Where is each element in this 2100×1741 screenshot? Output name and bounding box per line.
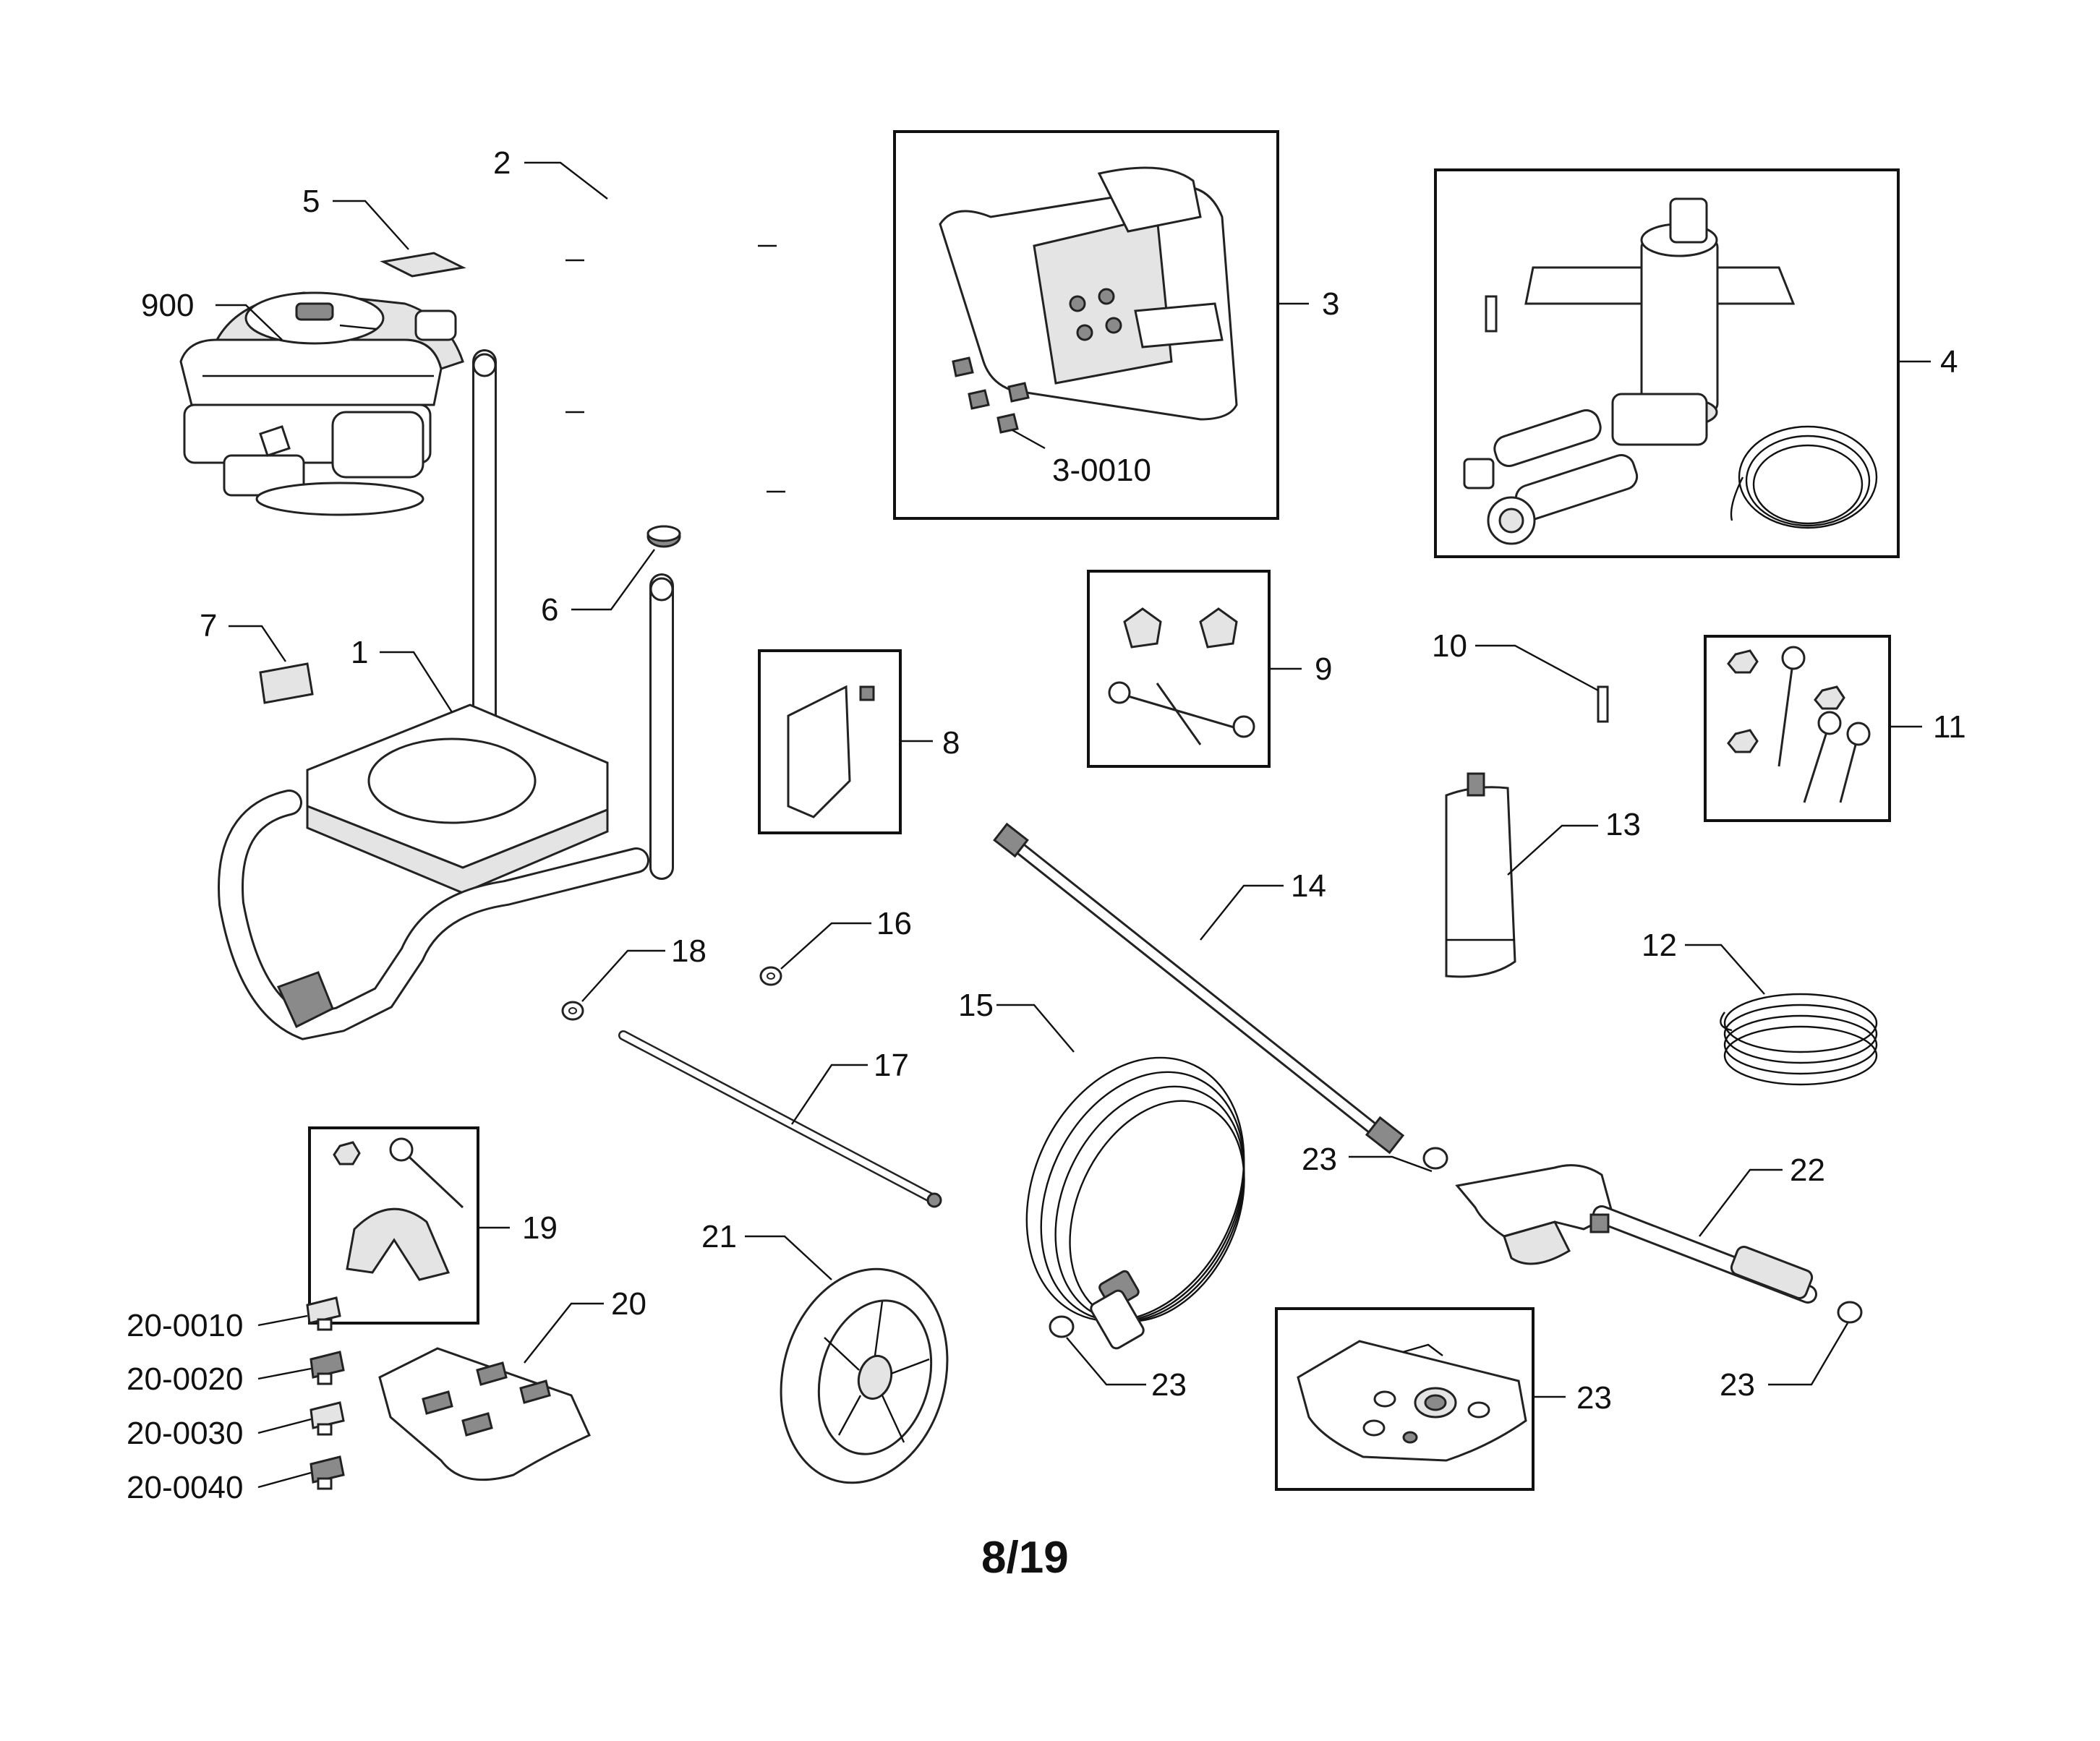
- spray-gun-part-22: [1455, 1164, 1817, 1304]
- callout-10: 10: [1432, 628, 1467, 664]
- pump-part-4: [1463, 197, 1878, 545]
- nozzle-20-0040: [310, 1455, 345, 1490]
- page-number: 8/19: [981, 1533, 1069, 1583]
- callout-7: 7: [200, 608, 217, 643]
- box-part-23-kit: [1275, 1307, 1535, 1491]
- nozzle-20-0030: [310, 1401, 345, 1436]
- callout-20-0010: 20-0010: [127, 1308, 243, 1343]
- spray-wand-part-14: [993, 822, 1405, 1155]
- callout-18: 18: [671, 933, 707, 969]
- axle-part-17: [618, 1030, 942, 1208]
- box-part-11: [1704, 635, 1891, 822]
- callout-20-0020: 20-0020: [127, 1361, 243, 1397]
- handle-part-2: [565, 164, 786, 609]
- callout-3-0010: 3-0010: [1052, 453, 1151, 488]
- callout-19: 19: [522, 1210, 558, 1246]
- key-part-10: [1597, 685, 1609, 723]
- box-part-19: [308, 1126, 479, 1325]
- shield-part-8: [787, 685, 875, 818]
- washer-part-18: [561, 1001, 584, 1021]
- detergent-bottle-part-13: [1445, 772, 1516, 978]
- o-ring-kit-part-23: [1297, 1340, 1527, 1462]
- nozzle-20-0020: [310, 1351, 345, 1385]
- callout-13: 13: [1605, 807, 1641, 842]
- hook-kit-part-19: [333, 1137, 464, 1281]
- callout-15: 15: [958, 988, 994, 1023]
- callout-1: 1: [351, 635, 368, 670]
- callout-20-0030: 20-0030: [127, 1416, 243, 1451]
- decal-part-7: [259, 662, 314, 704]
- callout-22: 22: [1790, 1152, 1825, 1188]
- callout-3: 3: [1322, 286, 1339, 322]
- callout-23-kit: 23: [1576, 1380, 1612, 1416]
- washer-part-16: [759, 966, 782, 986]
- callout-8: 8: [942, 725, 960, 761]
- o-ring-part-23-hose: [1049, 1315, 1075, 1338]
- callout-17: 17: [874, 1048, 909, 1083]
- box-part-4: [1434, 168, 1900, 558]
- high-pressure-hose-part-15: [1025, 1056, 1245, 1350]
- callout-12: 12: [1642, 928, 1677, 963]
- callout-23-hose: 23: [1151, 1367, 1187, 1403]
- callout-6: 6: [541, 592, 558, 628]
- callout-16: 16: [876, 906, 912, 941]
- siphon-tube-part-12: [1720, 993, 1878, 1086]
- engine-part-900: [179, 291, 464, 516]
- callout-11: 11: [1933, 709, 1966, 745]
- callout-20: 20: [611, 1286, 646, 1322]
- callout-900: 900: [141, 288, 194, 323]
- nozzle-20-0010: [306, 1296, 341, 1331]
- callout-9: 9: [1315, 651, 1332, 687]
- cap-part-6: [646, 525, 681, 548]
- callout-20-0040: 20-0040: [127, 1470, 243, 1505]
- knob-bolt-kit-part-9: [1108, 607, 1255, 745]
- box-part-3: [893, 130, 1279, 520]
- wheel-part-21: [780, 1267, 949, 1484]
- callout-21: 21: [701, 1219, 737, 1254]
- callout-23-wand: 23: [1302, 1142, 1337, 1177]
- callout-23-gun: 23: [1720, 1367, 1755, 1403]
- callout-5: 5: [302, 184, 320, 219]
- callout-4: 4: [1940, 344, 1958, 380]
- bolt-kit-part-11: [1727, 646, 1871, 803]
- callout-2: 2: [493, 145, 511, 181]
- o-ring-part-23-wand: [1422, 1147, 1448, 1170]
- decal-part-5: [380, 252, 466, 278]
- callout-14: 14: [1291, 868, 1326, 904]
- console-part-3: [939, 166, 1238, 434]
- frame-part-1: [218, 349, 674, 1040]
- nozzle-pouch-part-20: [378, 1347, 591, 1481]
- o-ring-part-23-gun: [1837, 1301, 1863, 1324]
